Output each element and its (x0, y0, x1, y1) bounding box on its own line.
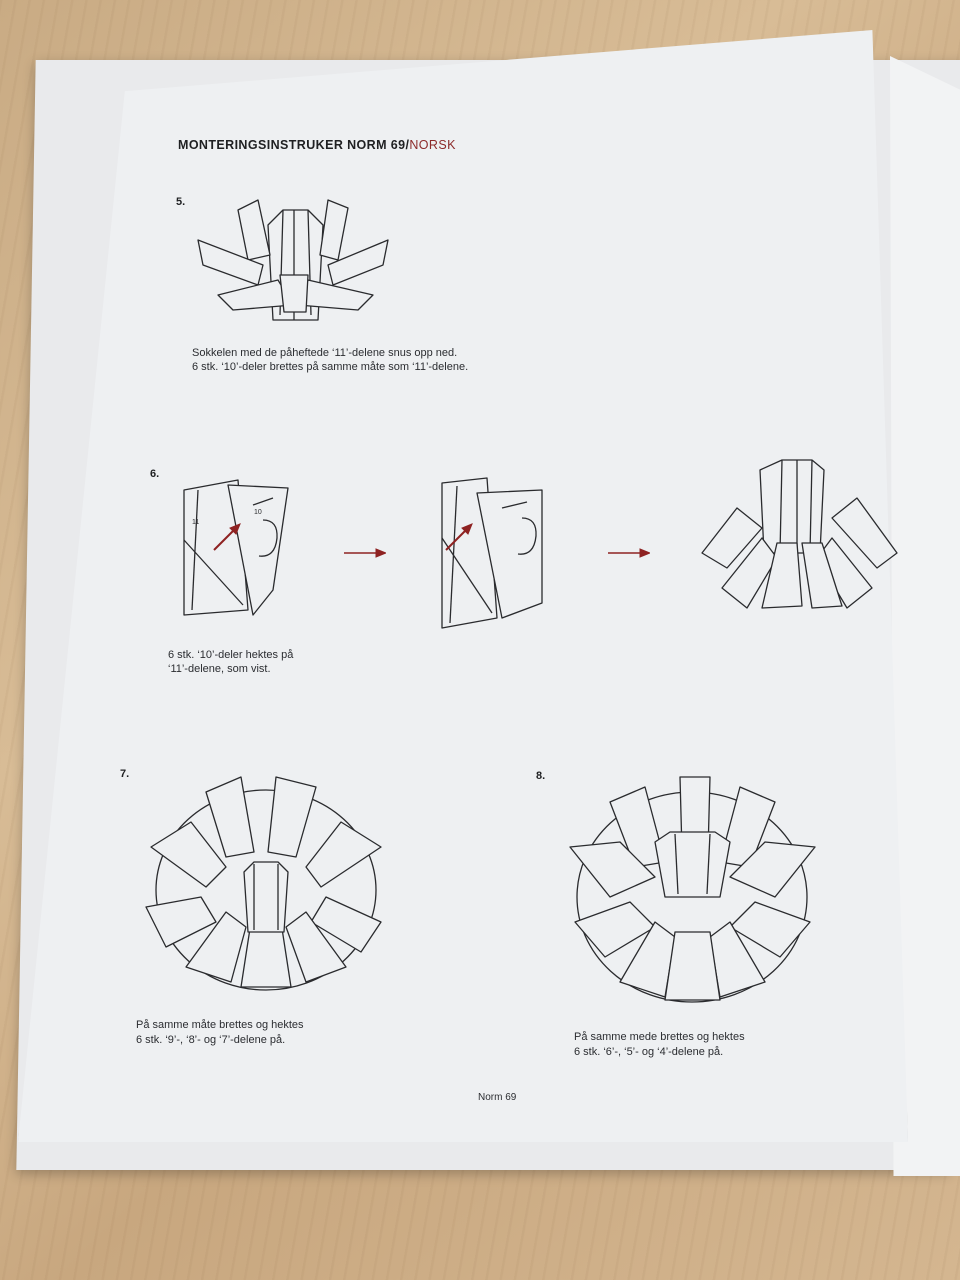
step-6-arrow-right-2 (608, 546, 652, 564)
part-label-11: 11 (192, 519, 199, 526)
step-7-caption-line-2: 6 stk. ‘9’-, ‘8’- og ‘7’-delene på. (136, 1034, 286, 1046)
page-title: MONTERINGSINSTRUKER NORM 69/NORSK (178, 138, 456, 152)
step-5-caption-line-2: 6 stk. ‘10’-deler brettes på samme måte … (192, 361, 469, 373)
step-6-figure-b (441, 477, 543, 629)
step-6-caption-line-1: 6 stk. ‘10’-deler hektes på (168, 649, 294, 661)
language-label: NORSK (409, 138, 456, 152)
part-label-10: 10 (254, 509, 262, 516)
step-6-pointer-arrow-a (212, 522, 242, 557)
step-5-number: 5. (176, 196, 186, 208)
step-6-pointer-arrow-b (444, 522, 474, 557)
step-7-number: 7. (120, 768, 130, 780)
step-7-figure (145, 776, 382, 991)
step-5-caption-line-1: Sokkelen med de påheftede ‘11’-delene sn… (192, 347, 458, 359)
step-8-caption-line-2: 6 stk. ‘6’-, ‘5’- og ‘4’-delene på. (574, 1046, 724, 1058)
step-8-caption-line-1: På samme mede brettes og hektes (574, 1031, 745, 1043)
step-6-caption-line-2: ‘11’-delene, som vist. (168, 663, 271, 675)
page-footer: Norm 69 (478, 1092, 517, 1103)
step-7-caption-line-1: På samme måte brettes og hektes (136, 1019, 304, 1031)
step-6-figure-c (701, 459, 898, 609)
step-8-figure (569, 776, 816, 1003)
step-6-number: 6. (150, 468, 160, 480)
step-8-number: 8. (536, 770, 546, 782)
step-6-arrow-right-1 (344, 546, 388, 564)
step-5-figure (197, 199, 389, 321)
